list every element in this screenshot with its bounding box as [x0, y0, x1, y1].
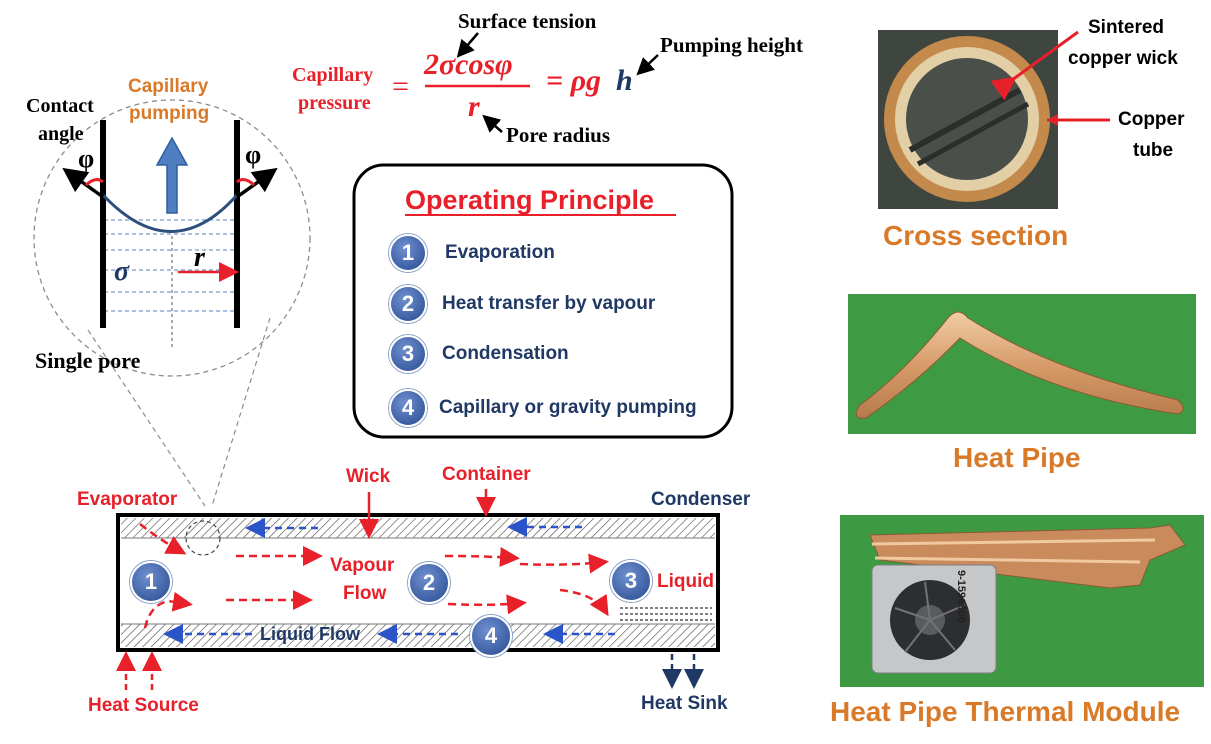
equation-h: h	[616, 64, 633, 97]
wick-bottom	[121, 624, 715, 647]
pore-radius-label: Pore radius	[506, 123, 611, 147]
capillary-label-line1: Capillary	[292, 64, 374, 86]
copper-label-line1: Copper	[1118, 109, 1185, 130]
principle-number-3: 3	[389, 335, 427, 373]
contact-angle-line1: Contact	[26, 95, 94, 117]
contact-arrow-right	[235, 167, 278, 199]
sintered-pointer	[990, 30, 1079, 101]
magnifier-line-right	[211, 317, 271, 507]
pumping-height-label: Pumping height	[660, 33, 803, 57]
arrow-surface-tension	[456, 32, 479, 58]
angle-arc-right	[236, 178, 256, 187]
surface-tension-label: Surface tension	[458, 9, 597, 33]
sintered-label-line1: Sintered	[1088, 17, 1165, 38]
capillary-pumping-line2: pumping	[129, 103, 210, 124]
pore-location	[185, 520, 221, 556]
single-pore-caption: Single pore	[35, 348, 141, 373]
cross-section-caption: Cross section	[883, 220, 1069, 251]
equation-denominator: r	[468, 90, 480, 123]
principle-label-1: Evaporation	[445, 242, 555, 263]
capillary-pumping-line1: Capillary	[128, 76, 209, 97]
principle-title: Operating Principle	[405, 185, 655, 215]
principle-item-1: 1 Evaporation	[389, 234, 555, 272]
copper-label-line2: tube	[1133, 140, 1174, 161]
wick-top	[121, 518, 715, 538]
principle-item-2: 2 Heat transfer by vapour	[389, 285, 655, 323]
heat-sink-label: Heat Sink	[641, 693, 728, 714]
magnifier-circle	[33, 99, 311, 377]
principle-label-2: Heat transfer by vapour	[442, 293, 656, 314]
pore-wall-left	[100, 120, 106, 328]
pore-wall-right	[234, 120, 240, 328]
principle-number-4: 4	[389, 389, 427, 427]
liquid-label: Liquid	[657, 571, 714, 592]
pipe-marker-4: 4	[470, 615, 512, 657]
angle-arc-left	[84, 178, 104, 187]
liquid-flow-label: Liquid Flow	[260, 624, 360, 644]
phi-left: φ	[78, 144, 95, 173]
pipe-marker-1: 1	[130, 561, 172, 603]
vapour-label-line1: Vapour	[330, 555, 395, 576]
equals-sign-1: =	[392, 70, 409, 103]
phi-right: φ	[245, 140, 262, 169]
container-label: Container	[442, 464, 531, 485]
pipe-marker-3: 3	[610, 560, 652, 602]
vapour-flow-arrows	[139, 523, 609, 629]
evaporator-label: Evaporator	[77, 489, 178, 510]
sigma-symbol: σ	[114, 256, 130, 287]
cross-section-photo	[878, 30, 1110, 209]
radius-symbol: r	[194, 242, 205, 273]
capillary-pumping-arrow	[155, 136, 189, 214]
meniscus	[101, 193, 239, 233]
heat-pipe-caption: Heat Pipe	[953, 442, 1081, 473]
heat-pipe-photo	[848, 294, 1196, 434]
wick-label: Wick	[346, 466, 391, 487]
equation-rhs: = ρg	[546, 64, 602, 97]
sintered-label-line2: copper wick	[1068, 48, 1178, 69]
principle-item-3: 3 Condensation	[389, 335, 569, 373]
pore-liquid-lines	[104, 219, 236, 312]
contact-angle-line2: angle	[38, 123, 84, 145]
heat-source-arrows	[116, 651, 162, 690]
pipe-marker-2: 2	[408, 562, 450, 604]
principle-number-2: 2	[389, 285, 427, 323]
heat-sink-arrows	[662, 654, 704, 689]
principle-label-4: Capillary or gravity pumping	[439, 397, 697, 418]
vapour-label-line2: Flow	[343, 583, 387, 604]
heat-source-label: Heat Source	[88, 695, 199, 716]
fan-label-text: 9-1596606	[955, 570, 967, 623]
principle-label-3: Condensation	[442, 343, 569, 364]
arrow-pumping-height	[636, 54, 659, 76]
contact-arrow-left	[62, 167, 105, 199]
arrow-pore-radius	[482, 114, 503, 133]
principle-number-1: 1	[389, 234, 427, 272]
equation-numerator: 2σcosφ	[424, 48, 513, 81]
capillary-label-line2: pressure	[298, 92, 371, 114]
principle-box	[352, 163, 734, 439]
principle-item-4: 4 Capillary or gravity pumping	[389, 389, 697, 427]
thermal-module-caption: Heat Pipe Thermal Module	[830, 696, 1181, 727]
thermal-module-photo	[840, 515, 1204, 687]
condenser-label: Condenser	[651, 489, 751, 510]
